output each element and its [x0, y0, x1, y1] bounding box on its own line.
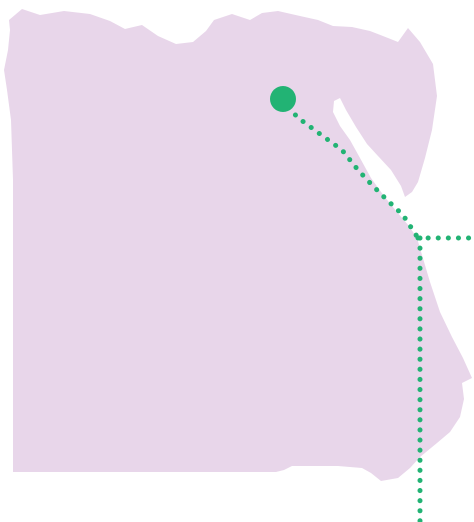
route-line — [280, 96, 474, 522]
location-pin-icon[interactable] — [270, 86, 296, 112]
egypt-landmass — [4, 9, 472, 481]
route-segment-diagonal — [280, 96, 421, 241]
